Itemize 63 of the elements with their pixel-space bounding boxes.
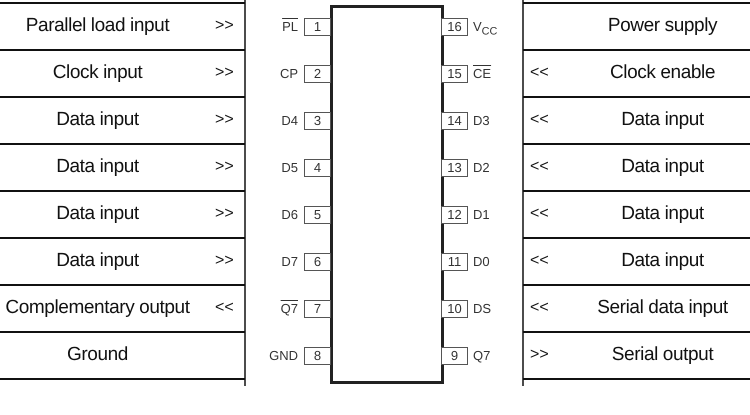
- direction-mark: <<: [530, 204, 549, 224]
- pin-number: 2: [304, 64, 331, 82]
- pin-name: Q7: [280, 300, 298, 316]
- pin-description: Serial data input: [596, 296, 729, 318]
- pin-number: 6: [304, 252, 331, 270]
- pin-name: D5: [281, 160, 298, 176]
- pin-name: GND: [269, 348, 298, 364]
- pin-number: 15: [441, 64, 468, 82]
- pin-number: 9: [441, 346, 468, 364]
- pin-number: 7: [304, 300, 331, 318]
- direction-mark: <<: [530, 250, 549, 270]
- pin-name: CP: [280, 66, 298, 82]
- pin-name: Q7: [473, 348, 490, 364]
- pin-name: D4: [281, 112, 298, 128]
- direction-mark: <<: [530, 156, 549, 176]
- direction-mark: >>: [215, 156, 234, 176]
- pin-description: Data input: [620, 250, 705, 272]
- pin-number: 3: [304, 112, 331, 130]
- pin-description: Data input: [620, 156, 705, 178]
- pin-number: 14: [441, 112, 468, 130]
- pin-description: Complementary output: [4, 296, 191, 318]
- direction-mark: >>: [215, 62, 234, 82]
- direction-mark: >>: [530, 344, 549, 364]
- pin-name: CE: [473, 66, 492, 82]
- pin-description: Data input: [620, 202, 705, 224]
- pin-description: Power supply: [606, 14, 718, 36]
- direction-mark: <<: [530, 298, 549, 318]
- pin-description: Parallel load input: [24, 14, 170, 36]
- pin-number: 5: [304, 206, 331, 224]
- pin-name: D2: [473, 160, 490, 176]
- pin-description: Ground: [66, 344, 129, 366]
- direction-mark: <<: [215, 298, 234, 318]
- pin-name: D1: [473, 206, 490, 222]
- pin-description: Data input: [55, 156, 140, 178]
- pin-number: 16: [441, 18, 468, 36]
- pin-description: Data input: [55, 108, 140, 130]
- pin-description: Data input: [55, 202, 140, 224]
- pin-name: V$_{CC}$: [473, 18, 498, 40]
- pin-description: Serial output: [610, 344, 714, 366]
- pin-number: 11: [441, 252, 468, 270]
- direction-mark: <<: [530, 110, 549, 130]
- pin-name: D0: [473, 254, 490, 270]
- direction-mark: >>: [215, 16, 234, 36]
- pin-description: Data input: [55, 250, 140, 272]
- pin-number: 13: [441, 158, 468, 176]
- pin-description: Clock input: [52, 62, 144, 84]
- pin-description: Data input: [620, 108, 705, 130]
- pin-number: 4: [304, 158, 331, 176]
- pin-number: 10: [441, 300, 468, 318]
- direction-mark: >>: [215, 204, 234, 224]
- pin-number: 1: [304, 18, 331, 36]
- pin-number: 12: [441, 206, 468, 224]
- pin-name: D7: [281, 254, 298, 270]
- pin-number: 8: [304, 346, 331, 364]
- pin-name: PL: [282, 18, 298, 34]
- pin-name: D3: [473, 112, 490, 128]
- pin-name: D6: [281, 206, 298, 222]
- direction-mark: <<: [530, 62, 549, 82]
- pin-description: Clock enable: [608, 62, 716, 84]
- direction-mark: >>: [215, 250, 234, 270]
- direction-mark: >>: [215, 110, 234, 130]
- ic-body: [330, 5, 444, 384]
- pin-name: DS: [473, 300, 492, 316]
